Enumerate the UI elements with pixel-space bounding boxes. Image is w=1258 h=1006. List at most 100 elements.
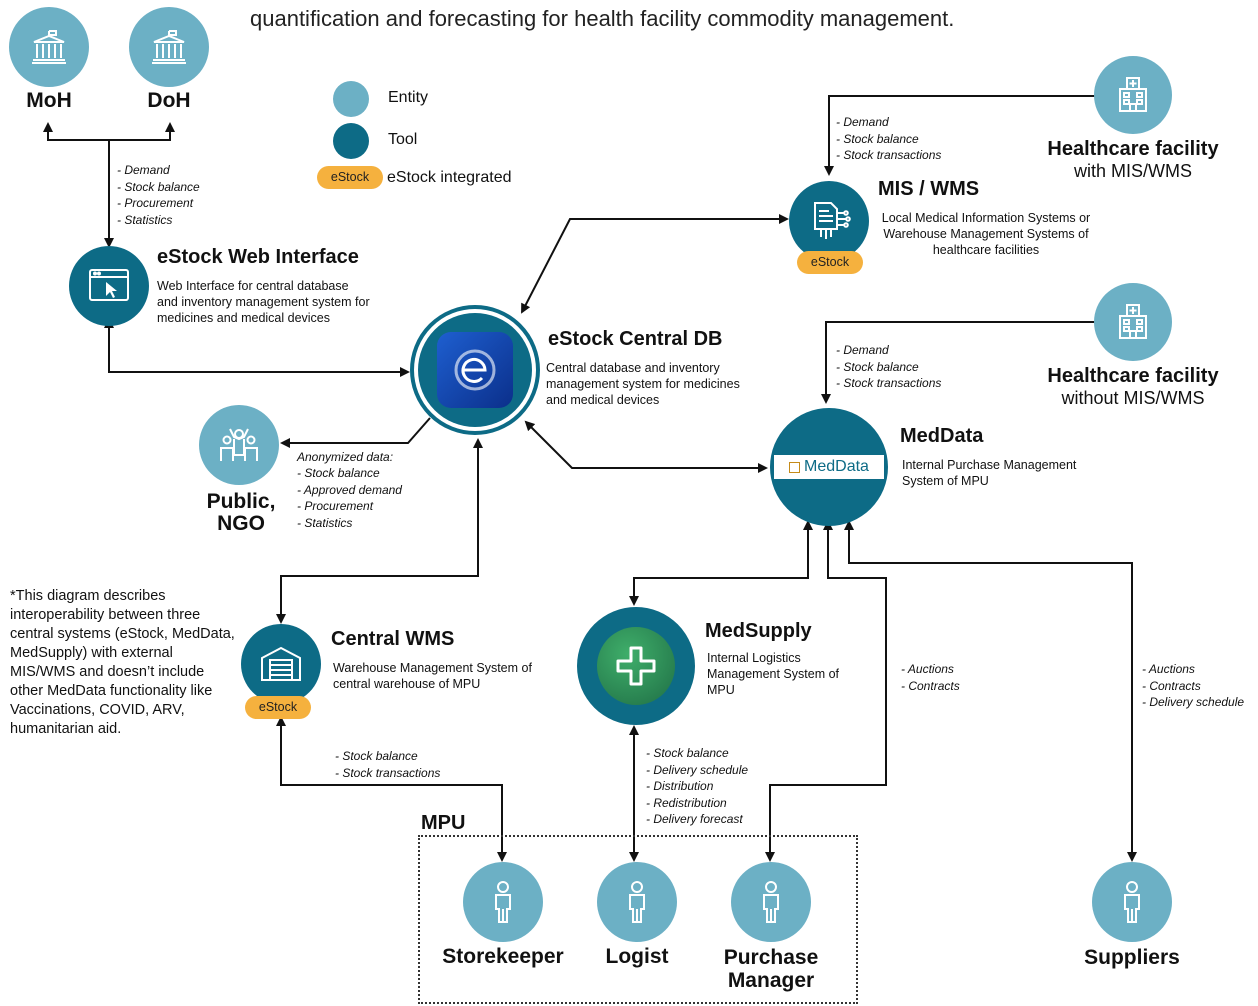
central-db-inner <box>418 313 532 427</box>
hf-with-title: Healthcare facility <box>1047 138 1219 160</box>
web-interface-desc: Web Interface for central database and i… <box>157 279 370 325</box>
mpu-group-box <box>418 835 858 1004</box>
logist-circle <box>597 862 677 942</box>
web-interface-circle <box>69 246 149 326</box>
flow-item: Demand <box>836 342 941 359</box>
person-icon <box>756 880 786 924</box>
purchase-manager-label: Purchase Manager <box>723 946 819 992</box>
flow-item: Statistics <box>117 212 200 229</box>
flow-item: Demand <box>117 162 200 179</box>
warehouse-icon <box>259 644 303 684</box>
meddata-circle: MedData <box>770 408 888 526</box>
intro-text: quantification and forecasting for healt… <box>250 6 955 31</box>
flow-item: Procurement <box>117 195 200 212</box>
flow-item: Contracts <box>901 678 959 695</box>
legend-entity-swatch <box>333 81 369 117</box>
flow-list-storekeeper: Stock balance Stock transactions <box>335 748 440 781</box>
flow-item: Auctions <box>1142 661 1244 678</box>
suppliers-circle <box>1092 862 1172 942</box>
legend-tool-label: Tool <box>388 131 418 148</box>
meddata-logo-icon <box>789 461 801 473</box>
flow-item: Delivery forecast <box>646 811 748 828</box>
hospital-icon <box>1113 75 1153 115</box>
meddata-title: MedData <box>900 425 984 447</box>
cwms-estock-badge: eStock <box>245 696 311 719</box>
central-wms-circle <box>241 624 321 704</box>
hf-without-circle <box>1094 283 1172 361</box>
government-building-icon <box>149 27 189 67</box>
hf-without-title: Healthcare facility <box>1047 365 1219 387</box>
medsupply-desc: Internal Logistics Management System of … <box>707 651 840 697</box>
flow-item: Demand <box>836 114 941 131</box>
central-wms-title: Central WMS <box>331 628 455 650</box>
legend-integrated-label: eStock integrated <box>387 169 512 186</box>
link-central-cwms <box>276 438 483 624</box>
flow-item: Stock balance <box>646 745 748 762</box>
mis-wms-title: MIS / WMS <box>878 178 980 200</box>
flow-item: Stock balance <box>836 359 941 376</box>
flow-item: Stock balance <box>117 179 199 196</box>
hf-without-subtitle: without MIS/WMS <box>1061 388 1205 408</box>
flow-item: Statistics <box>297 515 402 532</box>
flow-item: Procurement <box>297 498 402 515</box>
hospital-icon <box>1113 302 1153 342</box>
person-icon <box>622 880 652 924</box>
link-central-meddata <box>524 420 768 473</box>
hf-with-circle <box>1094 56 1172 134</box>
mis-wms-desc: Local Medical Information Systems or War… <box>881 211 1091 257</box>
public-circle <box>199 405 279 485</box>
medsupply-logo-icon <box>597 627 675 705</box>
legend-estock-badge: eStock <box>317 166 383 189</box>
medsupply-title: MedSupply <box>705 620 812 642</box>
flow-list-purchase: Auctions Contracts <box>901 661 960 694</box>
meddata-logo: MedData <box>774 455 884 479</box>
legend-tool-swatch <box>333 123 369 159</box>
link-central-mis <box>521 214 789 314</box>
flow-item: Stock balance <box>836 131 941 148</box>
central-db-circle <box>410 305 540 435</box>
doh-label: DoH <box>147 89 191 112</box>
flow-item: Contracts <box>1142 678 1244 695</box>
central-db-desc: Central database and inventory managemen… <box>546 361 740 407</box>
mpu-label: MPU <box>421 812 466 834</box>
purchase-manager-circle <box>731 862 811 942</box>
central-db-title: eStock Central DB <box>548 328 723 350</box>
people-group-icon <box>216 425 262 465</box>
flow-item: Delivery schedule <box>646 762 748 779</box>
flow-item: Redistribution <box>646 795 748 812</box>
flow-list-moh-web: Demand Stock balance Procurement Statist… <box>117 162 200 229</box>
flow-item: Auctions <box>901 661 960 678</box>
link-web-central <box>104 318 410 377</box>
flow-item: Stock transactions <box>335 765 440 782</box>
storekeeper-label: Storekeeper <box>442 945 564 968</box>
web-interface-title: eStock Web Interface <box>157 246 359 268</box>
link-hf-meddata <box>821 321 1098 404</box>
link-hf-mis <box>824 95 1098 176</box>
mis-estock-badge: eStock <box>797 251 863 274</box>
flow-list-public: Stock balance Approved demand Procuremen… <box>297 465 402 531</box>
link-moh-doh <box>43 122 175 141</box>
flow-list-hf-meddata: Demand Stock balance Stock transactions <box>836 342 941 392</box>
estock-logo-icon <box>437 332 513 408</box>
flow-item: Stock balance <box>297 465 402 482</box>
hf-with-subtitle: with MIS/WMS <box>1073 161 1192 181</box>
logist-label: Logist <box>605 945 669 968</box>
person-icon <box>488 880 518 924</box>
flow-list-hf-mis: Demand Stock balance Stock transactions <box>836 114 941 164</box>
flow-item: Stock balance <box>335 748 440 765</box>
flow-item: Stock transactions <box>836 375 941 392</box>
moh-label: MoH <box>26 89 72 112</box>
storekeeper-circle <box>463 862 543 942</box>
government-building-icon <box>29 27 69 67</box>
flow-item: Delivery schedule <box>1142 694 1244 711</box>
legend-entity-label: Entity <box>388 89 429 106</box>
link-meddata-medsupply <box>629 520 813 606</box>
document-network-icon <box>807 199 851 243</box>
flow-item: Stock transactions <box>836 147 941 164</box>
suppliers-label: Suppliers <box>1084 946 1180 969</box>
flow-list-logist: Stock balance Delivery schedule Distribu… <box>646 745 748 828</box>
meddata-logo-text: MedData <box>804 458 869 475</box>
footnote: *This diagram describes interoperability… <box>10 588 235 737</box>
flow-item: Approved demand <box>297 482 402 499</box>
